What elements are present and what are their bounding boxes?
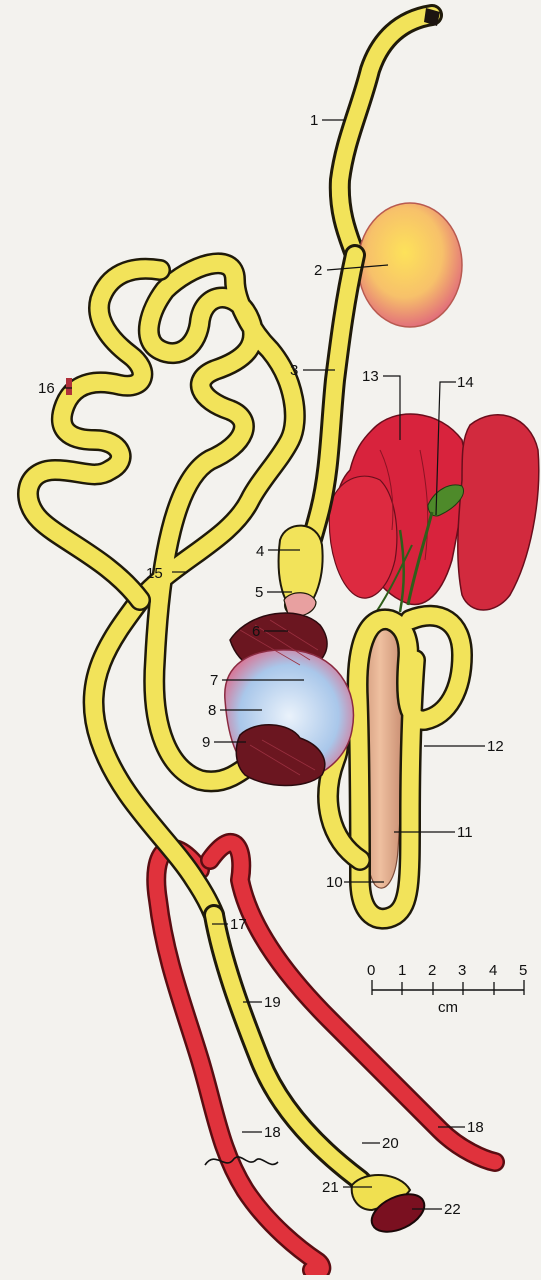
scale-unit: cm — [438, 999, 458, 1016]
label-16: 16 — [38, 380, 55, 397]
label-11: 11 — [457, 824, 473, 841]
label-3: 3 — [290, 362, 298, 379]
label-7: 7 — [210, 672, 218, 689]
scale-tick-4: 4 — [489, 962, 497, 979]
label-20: 20 — [382, 1135, 399, 1152]
scale-bar: 0 1 2 3 4 5 cm — [367, 962, 527, 1016]
label-12: 12 — [487, 738, 504, 755]
label-19: 19 — [264, 994, 281, 1011]
label-4: 4 — [256, 543, 264, 560]
label-13: 13 — [362, 368, 379, 385]
label-18-right: 18 — [467, 1119, 484, 1136]
crop — [358, 203, 462, 327]
scale-tick-0: 0 — [367, 962, 375, 979]
label-6: 6 — [252, 623, 260, 640]
label-18-left: 18 — [264, 1124, 281, 1141]
label-15: 15 — [146, 565, 163, 582]
label-17: 17 — [230, 916, 247, 933]
scale-tick-1: 1 — [398, 962, 406, 979]
label-8: 8 — [208, 702, 216, 719]
meckel-diverticulum — [66, 378, 72, 395]
label-2: 2 — [314, 262, 322, 279]
label-14: 14 — [457, 374, 474, 391]
label-1: 1 — [310, 112, 318, 129]
scale-tick-2: 2 — [428, 962, 436, 979]
gizzard — [225, 613, 354, 786]
scale-tick-5: 5 — [519, 962, 527, 979]
label-22: 22 — [444, 1201, 461, 1218]
label-9: 9 — [202, 734, 210, 751]
scale-tick-3: 3 — [458, 962, 466, 979]
label-5: 5 — [255, 584, 263, 601]
label-21: 21 — [322, 1179, 339, 1196]
label-10: 10 — [326, 874, 343, 891]
